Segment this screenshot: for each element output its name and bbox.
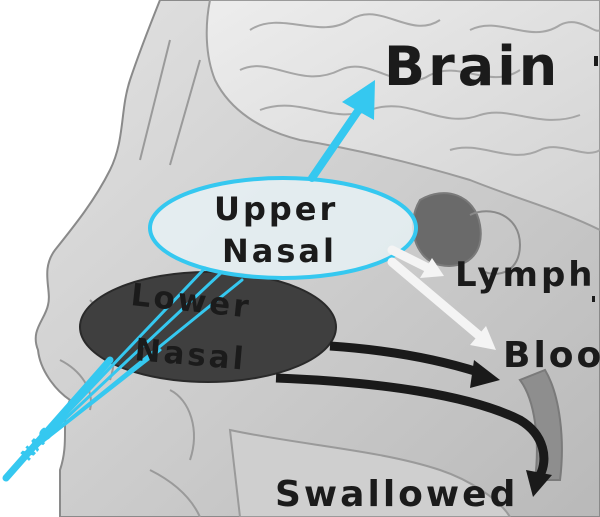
upper-nasal-label-line1: Upper [214,190,338,228]
upper-nasal-label-line2: Nasal [222,232,337,270]
blood-label: Bloo [503,335,600,376]
brain-label: Brain [384,35,560,98]
swallowed-label: Swallowed [275,474,518,515]
lymph-label: Lymph [455,255,596,295]
